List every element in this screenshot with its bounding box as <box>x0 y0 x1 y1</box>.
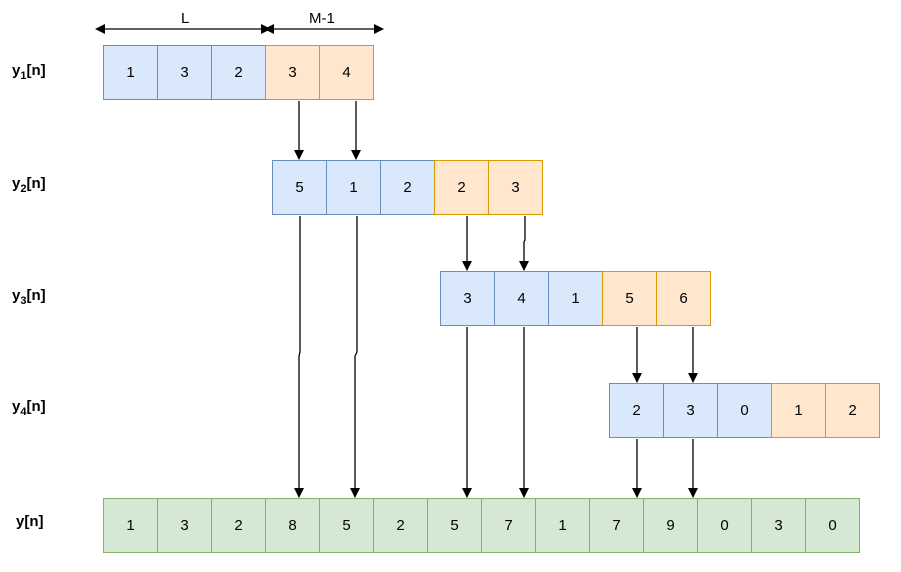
block-output: 1 3 2 8 5 2 5 7 1 7 9 0 3 0 <box>103 498 860 553</box>
cell-out-3: 8 <box>265 498 320 553</box>
cell-y4-0: 2 <box>609 383 664 438</box>
cell-y3-3: 5 <box>602 271 657 326</box>
row-label-y1: y1[n] <box>12 62 46 82</box>
cell-out-1: 3 <box>157 498 212 553</box>
cell-y2-0: 5 <box>272 160 327 215</box>
dimension-label-l: L <box>181 10 190 27</box>
cell-y4-2: 0 <box>717 383 772 438</box>
cell-y1-4: 4 <box>319 45 374 100</box>
cell-y1-1: 3 <box>157 45 212 100</box>
cell-out-5: 2 <box>373 498 428 553</box>
cell-y2-1: 1 <box>326 160 381 215</box>
cell-out-0: 1 <box>103 498 158 553</box>
block-y3: 3 4 1 5 6 <box>440 271 711 326</box>
row-label-y3: y3[n] <box>12 287 46 307</box>
dimension-label-m: M-1 <box>309 10 335 27</box>
arrow-y2-to-y3-b <box>519 216 529 271</box>
arrow-y2-to-output-b <box>350 216 360 498</box>
row-label-y4: y4[n] <box>12 398 46 418</box>
cell-out-13: 0 <box>805 498 860 553</box>
cell-y1-2: 2 <box>211 45 266 100</box>
cell-out-4: 5 <box>319 498 374 553</box>
block-y2: 5 1 2 2 3 <box>272 160 543 215</box>
cell-y4-1: 3 <box>663 383 718 438</box>
row-label-output: y[n] <box>16 513 44 530</box>
cell-y2-4: 3 <box>488 160 543 215</box>
cell-y4-4: 2 <box>825 383 880 438</box>
row-label-y2: y2[n] <box>12 175 46 195</box>
cell-y3-4: 6 <box>656 271 711 326</box>
block-y1: 1 3 2 3 4 <box>103 45 374 100</box>
cell-y3-1: 4 <box>494 271 549 326</box>
cell-y2-2: 2 <box>380 160 435 215</box>
cell-out-12: 3 <box>751 498 806 553</box>
cell-out-9: 7 <box>589 498 644 553</box>
block-y4: 2 3 0 1 2 <box>609 383 880 438</box>
cell-y2-3: 2 <box>434 160 489 215</box>
cell-out-11: 0 <box>697 498 752 553</box>
arrow-y2-to-output-a <box>294 216 304 498</box>
